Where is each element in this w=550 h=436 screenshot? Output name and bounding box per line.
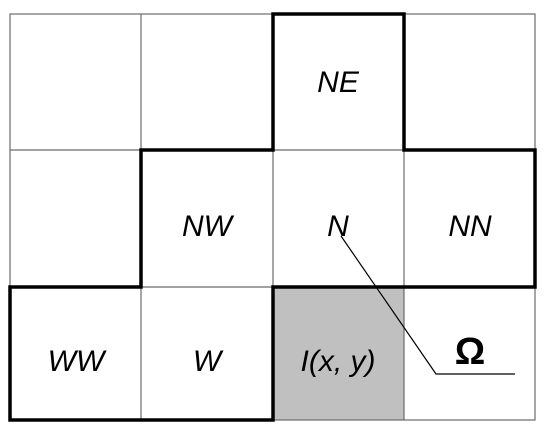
cell-label-nn: NN [448,210,492,243]
cell-label-ne: NE [317,66,360,99]
context-outline [8,12,537,422]
cell-label-current: I(x, y) [301,345,376,378]
omega-leader-line [340,235,515,375]
cell-label-ww: WW [48,345,107,378]
cell-label-n: N [327,210,349,243]
current-pixel-fill [273,287,404,420]
cell-label-w: W [193,345,224,378]
cell-label-nw: NW [182,210,235,243]
omega-label: Ω [455,331,485,373]
